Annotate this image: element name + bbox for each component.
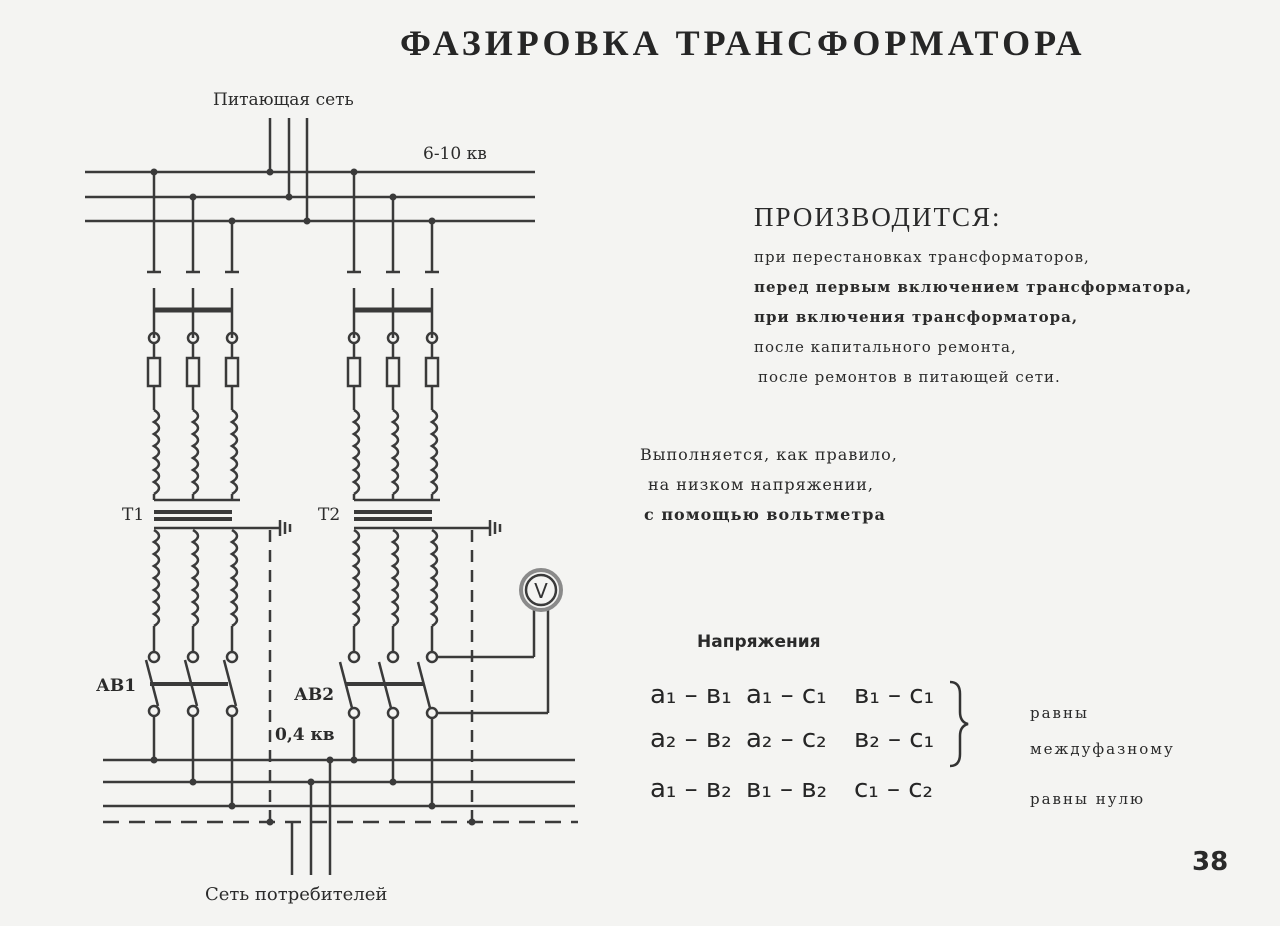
voltage-pair: a₂ – c₂: [746, 724, 827, 754]
produced-item: перед первым включением трансформатора,: [754, 278, 1193, 296]
transformer-t1-branch: [144, 172, 292, 822]
voltage-row: a₂ – в₂ a₂ – c₂ в₂ – c₁: [650, 724, 934, 754]
transformer-t2-branch: [338, 172, 550, 822]
voltage-pair: в₂ – c₁: [854, 724, 934, 754]
equal-label-line2: междуфазному: [1030, 740, 1175, 758]
voltmeter: [519, 568, 563, 612]
produced-item: после капитального ремонта,: [754, 338, 1017, 356]
voltage-pair: a₁ – в₂: [650, 774, 732, 804]
transformer-t2-label: Т2: [318, 505, 341, 525]
voltage-pair: a₂ – в₂: [650, 724, 732, 754]
voltmeter-symbol: V: [534, 579, 548, 603]
produced-item: после ремонтов в питающей сети.: [758, 368, 1061, 386]
produced-list: при перестановках трансформаторов, перед…: [754, 242, 1192, 392]
page-number: 38: [1192, 847, 1229, 877]
produced-item: при включения трансформатора,: [754, 308, 1079, 326]
lv-voltage-label: 0,4 кв: [275, 725, 335, 745]
voltage-pair: a₁ – c₁: [746, 680, 827, 710]
voltage-pair: c₁ – c₂: [854, 774, 933, 804]
execution-line: с помощью вольтметра: [644, 505, 886, 524]
voltages-heading: Напряжения: [697, 632, 821, 652]
execution-line: Выполняется, как правило,: [640, 445, 898, 464]
voltage-row: a₁ – в₂ в₁ – в₂ c₁ – c₂: [650, 774, 933, 804]
hv-voltage-label: 6-10 кв: [423, 144, 487, 164]
breaker-ab1-label: АВ1: [96, 676, 137, 696]
transformer-t1-label: Т1: [122, 505, 145, 525]
consumer-network-label: Сеть потребителей: [205, 884, 388, 905]
execution-line: на низком напряжении,: [648, 475, 874, 494]
equal-label-line1: равны: [1030, 704, 1089, 722]
execution-note: Выполняется, как правило, на низком напр…: [640, 440, 898, 530]
breaker-ab2-label: АВ2: [294, 685, 335, 705]
zero-label: равны нулю: [1030, 790, 1146, 808]
voltage-pair: в₁ – в₂: [746, 774, 828, 804]
page-title: ФАЗИРОВКА ТРАНСФОРМАТОРА: [400, 23, 1086, 63]
voltage-row: a₁ – в₁ a₁ – c₁ в₁ – c₁: [650, 680, 934, 710]
supply-network-label: Питающая сеть: [213, 90, 354, 110]
produced-item: при перестановках трансформаторов,: [754, 248, 1090, 266]
produced-heading: ПРОИЗВОДИТСЯ:: [754, 202, 1002, 232]
brace: [949, 680, 969, 768]
voltage-pair: a₁ – в₁: [650, 680, 732, 710]
voltage-pair: в₁ – c₁: [854, 680, 934, 710]
